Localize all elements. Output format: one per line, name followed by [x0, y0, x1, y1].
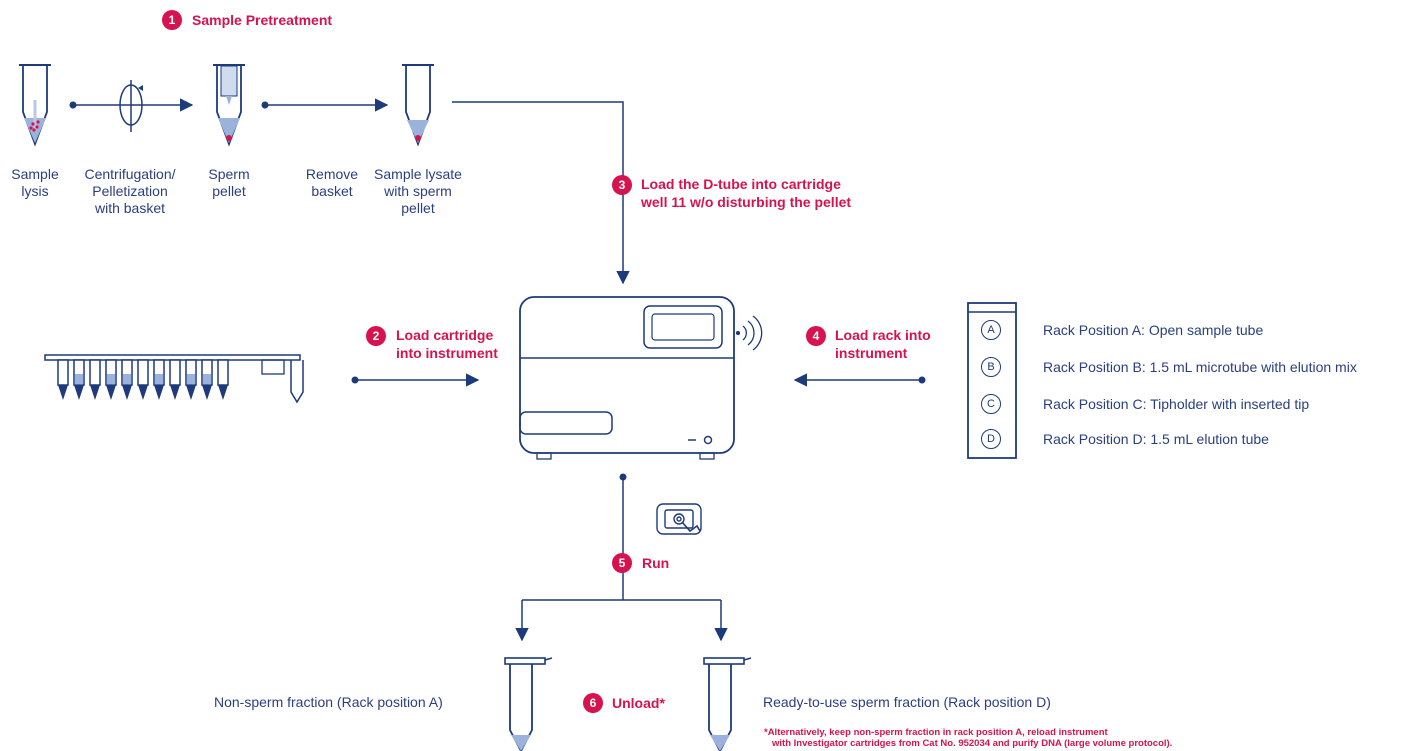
- step-5-label: Run: [642, 555, 670, 571]
- wireless-signal-icon: [735, 315, 763, 351]
- rack-position-b-label: Rack Position B: 1.5 mL microtube with e…: [1043, 359, 1357, 375]
- sample-lysis-tube-icon: [19, 64, 51, 147]
- connector-lysate-to-instrument: [452, 101, 630, 285]
- rack-position-c-marker: C: [981, 394, 1001, 414]
- sperm-pellet-tube-icon: [213, 64, 245, 147]
- non-sperm-fraction-tube-icon: [504, 657, 553, 751]
- touchscreen-icon: [656, 503, 702, 535]
- non-sperm-fraction-label: Non-sperm fraction (Rack position A): [214, 694, 443, 710]
- cartridge-icon: [44, 354, 304, 404]
- rack-icon: [967, 302, 1017, 459]
- rack-position-a-marker: A: [981, 320, 1001, 340]
- step-6-label: Unload*: [612, 695, 665, 711]
- instrument-icon: [519, 296, 735, 460]
- step-6-badge: 6: [583, 693, 603, 713]
- rack-position-a-label: Rack Position A: Open sample tube: [1043, 322, 1264, 338]
- step-5-badge: 5: [612, 553, 632, 573]
- step-1-label: Sample Pretreatment: [192, 12, 333, 28]
- rack-position-b-marker: B: [981, 357, 1001, 377]
- step-4-badge: 4: [806, 326, 826, 346]
- footnote: *Alternatively, keep non-sperm fraction …: [764, 727, 1173, 749]
- step-2-badge: 2: [366, 326, 386, 346]
- sperm-fraction-label: Ready-to-use sperm fraction (Rack positi…: [763, 694, 1051, 710]
- step-3-badge: 3: [612, 175, 632, 195]
- sperm-fraction-tube-icon: [703, 657, 752, 751]
- rack-position-d-marker: D: [981, 429, 1001, 449]
- sample-lysate-tube-icon: [402, 64, 434, 147]
- step-1-badge: 1: [162, 10, 182, 30]
- rack-position-c-label: Rack Position C: Tipholder with inserted…: [1043, 396, 1310, 412]
- rack-position-d-label: Rack Position D: 1.5 mL elution tube: [1043, 431, 1269, 447]
- rotate-icon: [119, 80, 143, 132]
